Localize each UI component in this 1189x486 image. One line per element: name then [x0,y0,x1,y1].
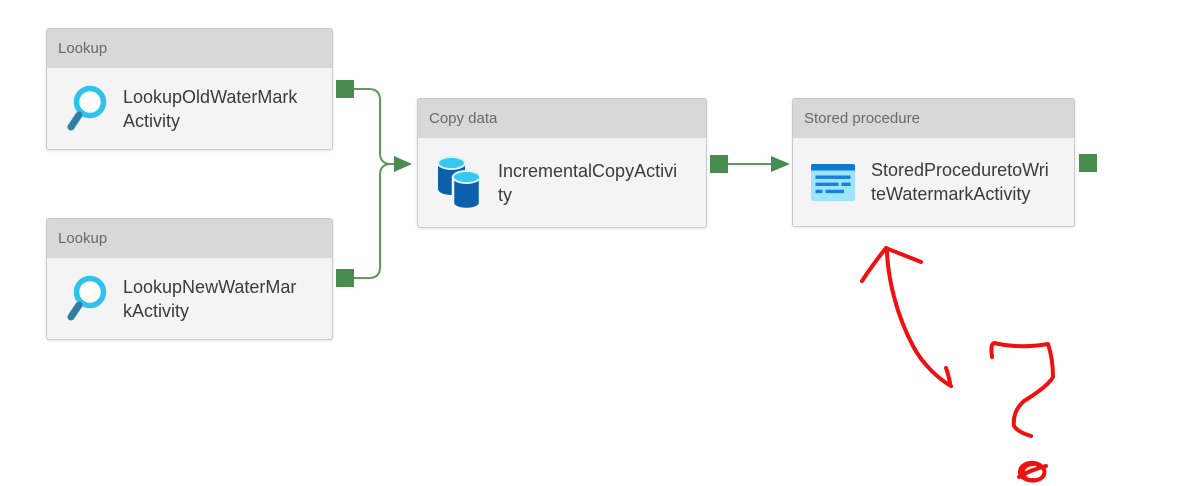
activity-node-body: StoredProceduretoWri teWatermarkActivity [793,138,1074,226]
output-port-lookup-old[interactable] [336,80,354,98]
output-port-copy[interactable] [710,155,728,173]
activity-name: StoredProceduretoWri teWatermarkActivity [871,160,1049,204]
activity-type-label: Copy data [418,99,706,138]
connector-arrowhead-into-stored-procedure [771,156,790,172]
red-arrowhead-right [884,246,923,264]
activity-node-lookup-old-watermark[interactable]: Lookup LookupOldWaterMark Activity [46,28,333,150]
search-icon [65,273,107,325]
red-scribbled-dot [1017,460,1048,483]
hand-drawn-red-annotation [860,246,1055,483]
red-arrow-curve [885,250,953,388]
activity-type-label: Lookup [47,219,332,258]
activity-type-label: Stored procedure [793,99,1074,138]
red-arrowhead-left [860,246,888,283]
database-copy-icon [436,155,482,211]
activity-node-body: IncrementalCopyActivi ty [418,138,706,227]
search-icon [65,83,107,135]
activity-name: LookupNewWaterMar kActivity [123,276,297,321]
connector-arrowhead-into-copy [394,156,412,172]
activity-node-incremental-copy[interactable]: Copy data IncrementalCopyActivi ty [417,98,707,228]
activity-type-label: Lookup [47,29,332,68]
activity-name: IncrementalCopyActivi ty [498,160,678,205]
activity-node-body: LookupOldWaterMark Activity [47,68,332,149]
activity-node-lookup-new-watermark[interactable]: Lookup LookupNewWaterMar kActivity [46,218,333,340]
activity-node-body: LookupNewWaterMar kActivity [47,258,332,339]
activity-name: LookupOldWaterMark Activity [123,86,298,131]
red-arrow-tail-flick [944,366,952,385]
connector-lookup-new-to-copy [354,163,394,279]
output-port-lookup-new[interactable] [336,269,354,287]
red-question-mark [989,341,1055,438]
stored-procedure-icon [811,163,855,201]
activity-node-stored-procedure[interactable]: Stored procedure StoredProceduretoWri te… [792,98,1075,227]
connector-lookup-old-to-copy [354,88,394,165]
output-port-stored-procedure[interactable] [1079,154,1097,172]
